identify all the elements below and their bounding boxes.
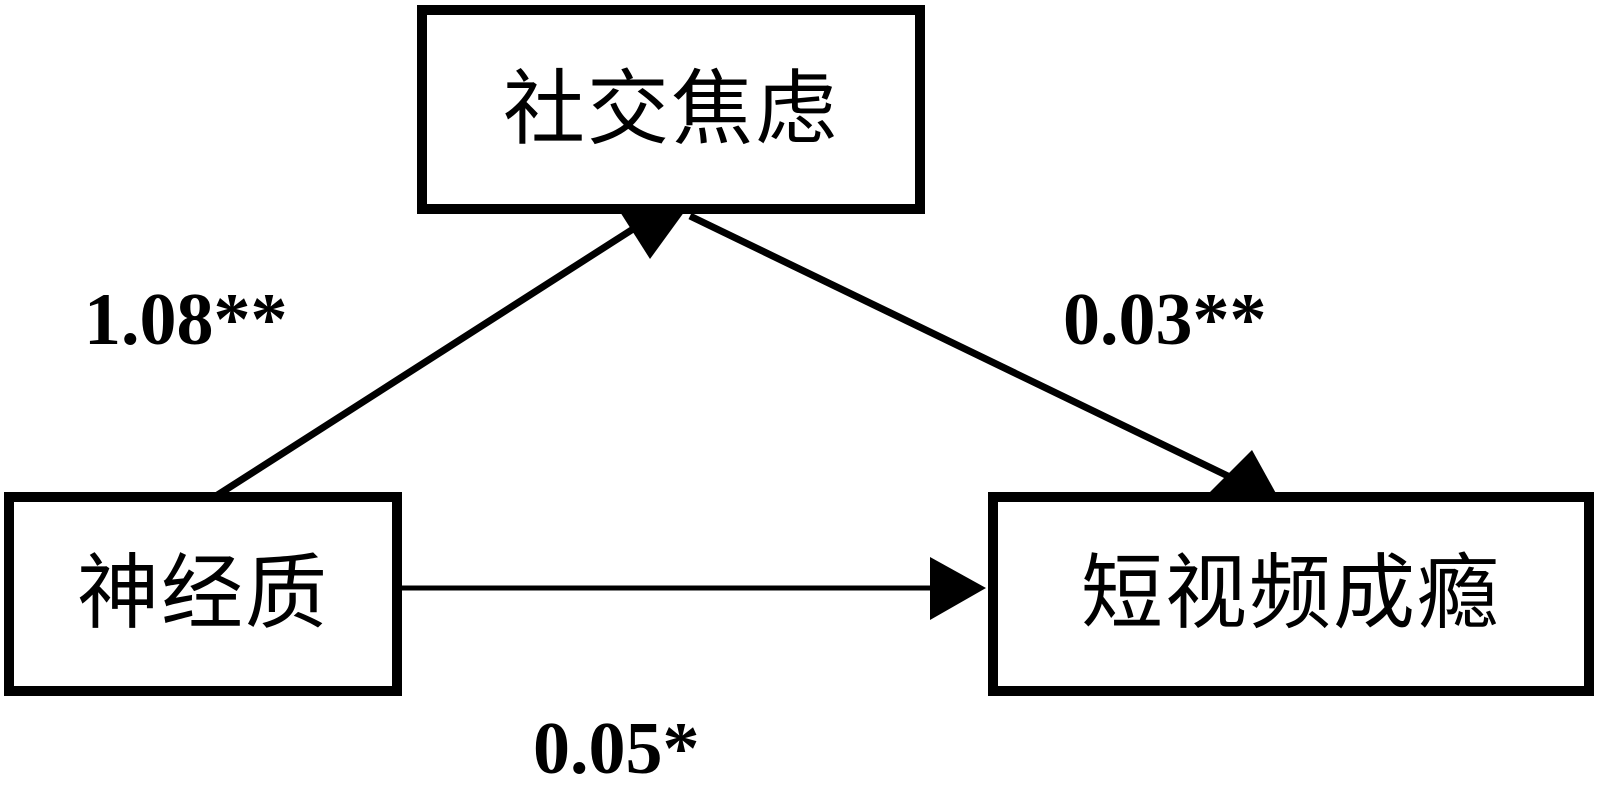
node-short-video-addiction[interactable]: 短视频成瘾 [988, 492, 1594, 696]
edge-a-path-line [214, 219, 646, 499]
node-social-anxiety-label: 社交焦虑 [502, 63, 839, 155]
edge-b-path [688, 212, 1278, 497]
node-neuroticism-label: 神经质 [76, 548, 329, 639]
edge-b-path-arrowhead [1205, 450, 1278, 497]
edge-c-path-coefficient-label: 0.05* [533, 708, 700, 790]
edge-c-path-arrowhead [930, 557, 986, 620]
edge-a-path-arrowhead [615, 204, 690, 259]
edge-a-path [214, 204, 690, 499]
edge-b-path-coefficient-label: 0.03** [1063, 279, 1267, 361]
edge-c-path [402, 557, 986, 620]
edge-b-path-line [688, 212, 1234, 482]
node-social-anxiety[interactable]: 社交焦虑 [417, 5, 925, 214]
edge-a-path-coefficient-label: 1.08** [84, 279, 288, 361]
node-neuroticism[interactable]: 神经质 [4, 492, 402, 696]
node-short-video-addiction-label: 短视频成瘾 [1080, 548, 1501, 639]
